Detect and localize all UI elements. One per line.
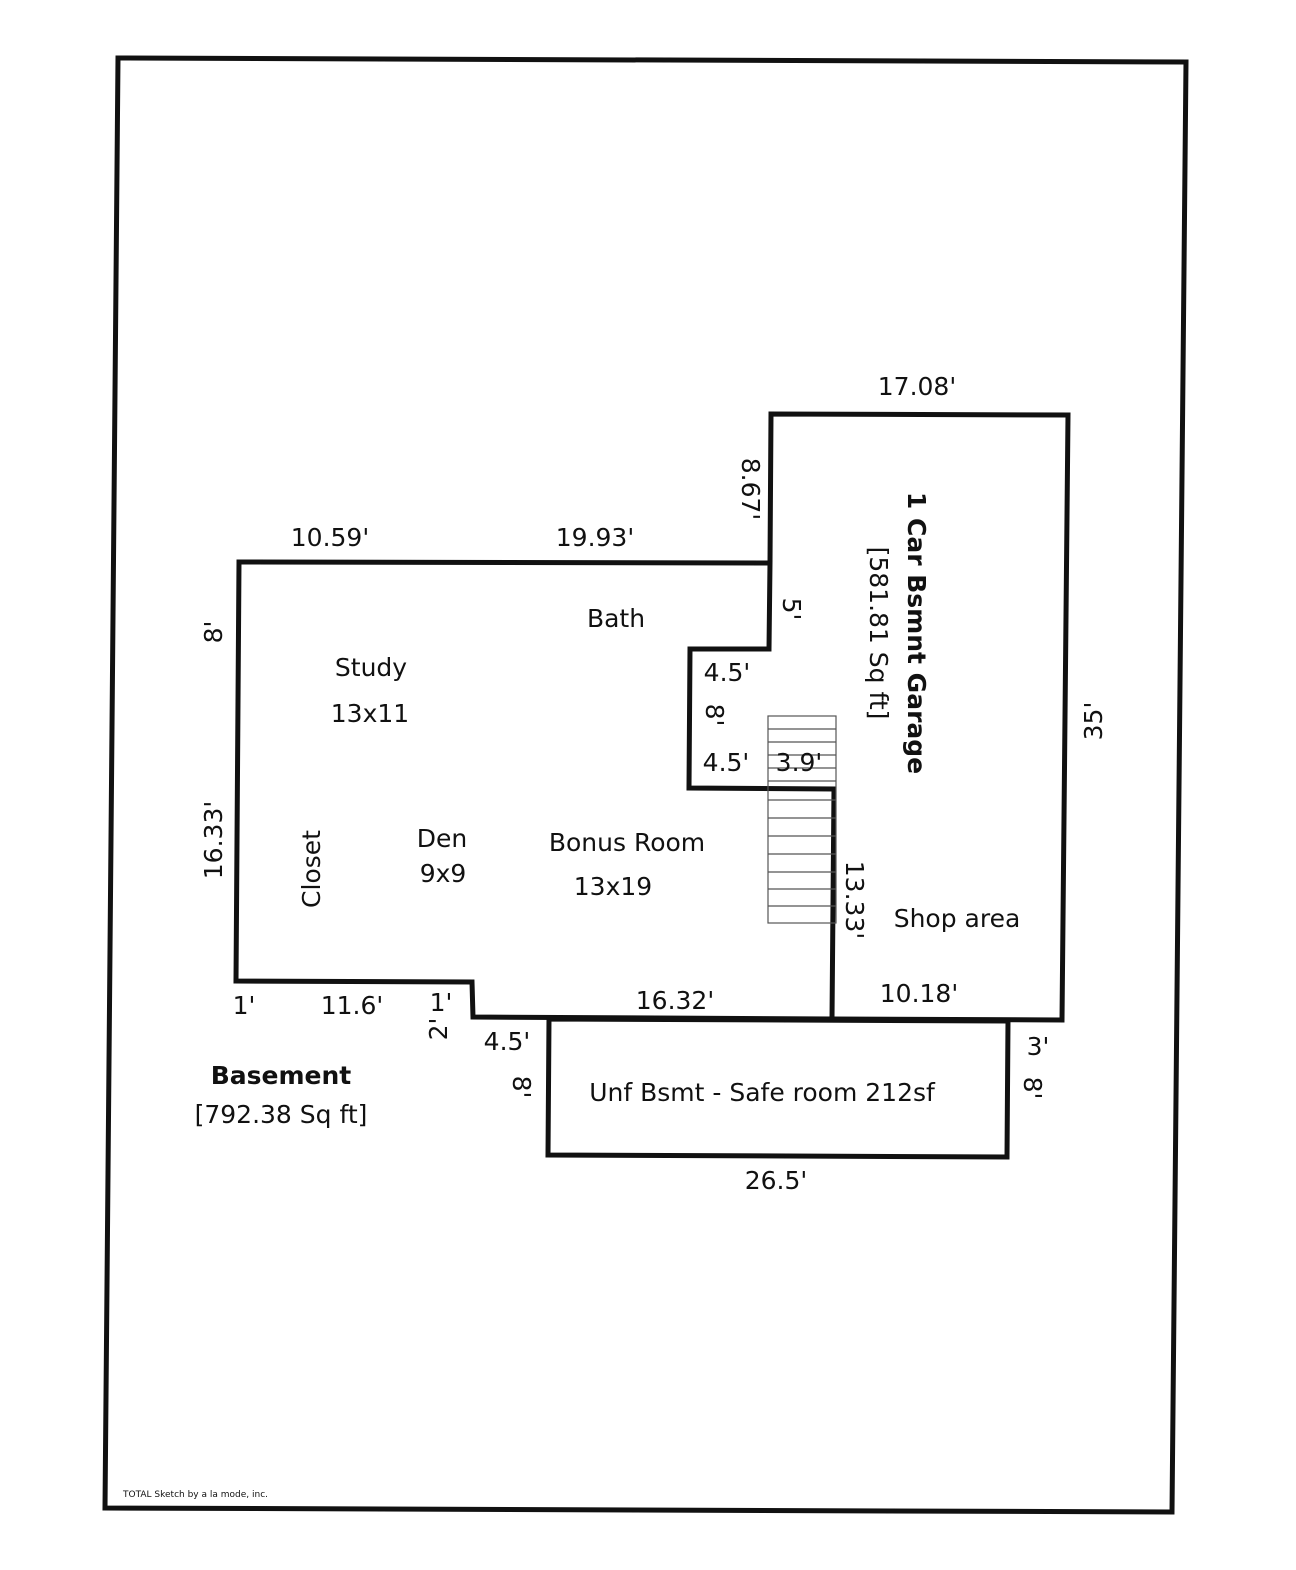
staircase — [767, 715, 837, 924]
dim-main-left-upper: 8' — [199, 621, 228, 644]
dim-unf-left: 8' — [507, 1076, 536, 1099]
dim-bottom-1b: 1' — [430, 988, 453, 1017]
dim-garage-right: 35' — [1079, 702, 1108, 741]
safe-room-outline — [545, 1016, 1011, 1160]
den-name: Den — [417, 824, 467, 853]
dim-bottom-1a: 1' — [233, 991, 256, 1020]
dim-bottom-11-6: 11.6' — [321, 991, 384, 1020]
dim-main-top-left: 10.59' — [291, 523, 369, 552]
study-name: Study — [335, 653, 407, 682]
dim-bottom-16-32: 16.32' — [636, 986, 714, 1015]
software-credit: TOTAL Sketch by a la mode, inc. — [122, 1490, 268, 1500]
dim-shop-bottom: 10.18' — [880, 979, 958, 1008]
safe-room-label: Unf Bsmt - Safe room 212sf — [589, 1078, 936, 1107]
closet-name: Closet — [297, 830, 326, 908]
shop-area-name: Shop area — [894, 904, 1021, 933]
dim-notch-right: 5' — [777, 598, 806, 621]
dim-unf-left-top: 4.5' — [484, 1027, 531, 1056]
dim-stair-wall: 13.33' — [840, 861, 869, 939]
bonus-room-name: Bonus Room — [549, 828, 705, 857]
dim-notch-side: 8' — [700, 704, 729, 727]
dim-unf-right: 8' — [1018, 1077, 1047, 1100]
bath-name: Bath — [587, 604, 645, 633]
study-size: 13x11 — [331, 699, 409, 728]
garage-name: 1 Car Bsmnt Garage — [902, 492, 931, 774]
den-size: 9x9 — [420, 859, 467, 888]
dim-notch-top: 4.5' — [704, 658, 751, 687]
page-frame — [102, 55, 1189, 1515]
dim-stair-width: 3.9' — [776, 748, 823, 777]
bonus-room-size: 13x19 — [574, 872, 652, 901]
dim-main-top-right: 19.93' — [556, 523, 634, 552]
garage-size: [581.81 Sq ft] — [864, 547, 893, 720]
dim-notch-bottom: 4.5' — [703, 748, 750, 777]
basement-outline — [233, 559, 837, 1022]
dim-garage-top: 17.08' — [878, 372, 956, 401]
dim-main-left-lower: 16.33' — [199, 801, 228, 879]
basement-name: Basement — [211, 1061, 352, 1090]
dim-unf-right-top: 3' — [1027, 1032, 1050, 1061]
dim-unf-bottom: 26.5' — [745, 1166, 808, 1195]
dim-garage-left-upper: 8.67' — [736, 458, 765, 521]
dim-bottom-2: 2' — [424, 1018, 453, 1041]
basement-size: [792.38 Sq ft] — [195, 1100, 368, 1129]
